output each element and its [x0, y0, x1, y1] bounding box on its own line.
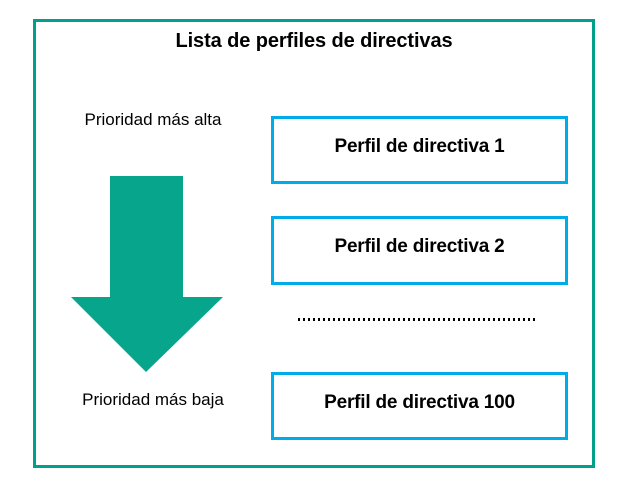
lowest-priority-label: Prioridad más baja	[82, 390, 224, 409]
down-arrow-icon	[71, 176, 223, 372]
profile-label: Perfil de directiva 100	[324, 392, 515, 413]
profile-box[interactable]: Perfil de directiva 2	[271, 216, 568, 285]
profile-label: Perfil de directiva 1	[334, 136, 505, 157]
profile-box[interactable]: Perfil de directiva 100	[271, 372, 568, 440]
profile-box[interactable]: Perfil de directiva 1	[271, 116, 568, 184]
ellipsis-dotted-line	[298, 318, 537, 321]
highest-priority-label: Prioridad más alta	[84, 110, 222, 129]
profile-label: Perfil de directiva 2	[334, 236, 505, 257]
page-title: Lista de perfiles de directivas	[175, 30, 453, 52]
